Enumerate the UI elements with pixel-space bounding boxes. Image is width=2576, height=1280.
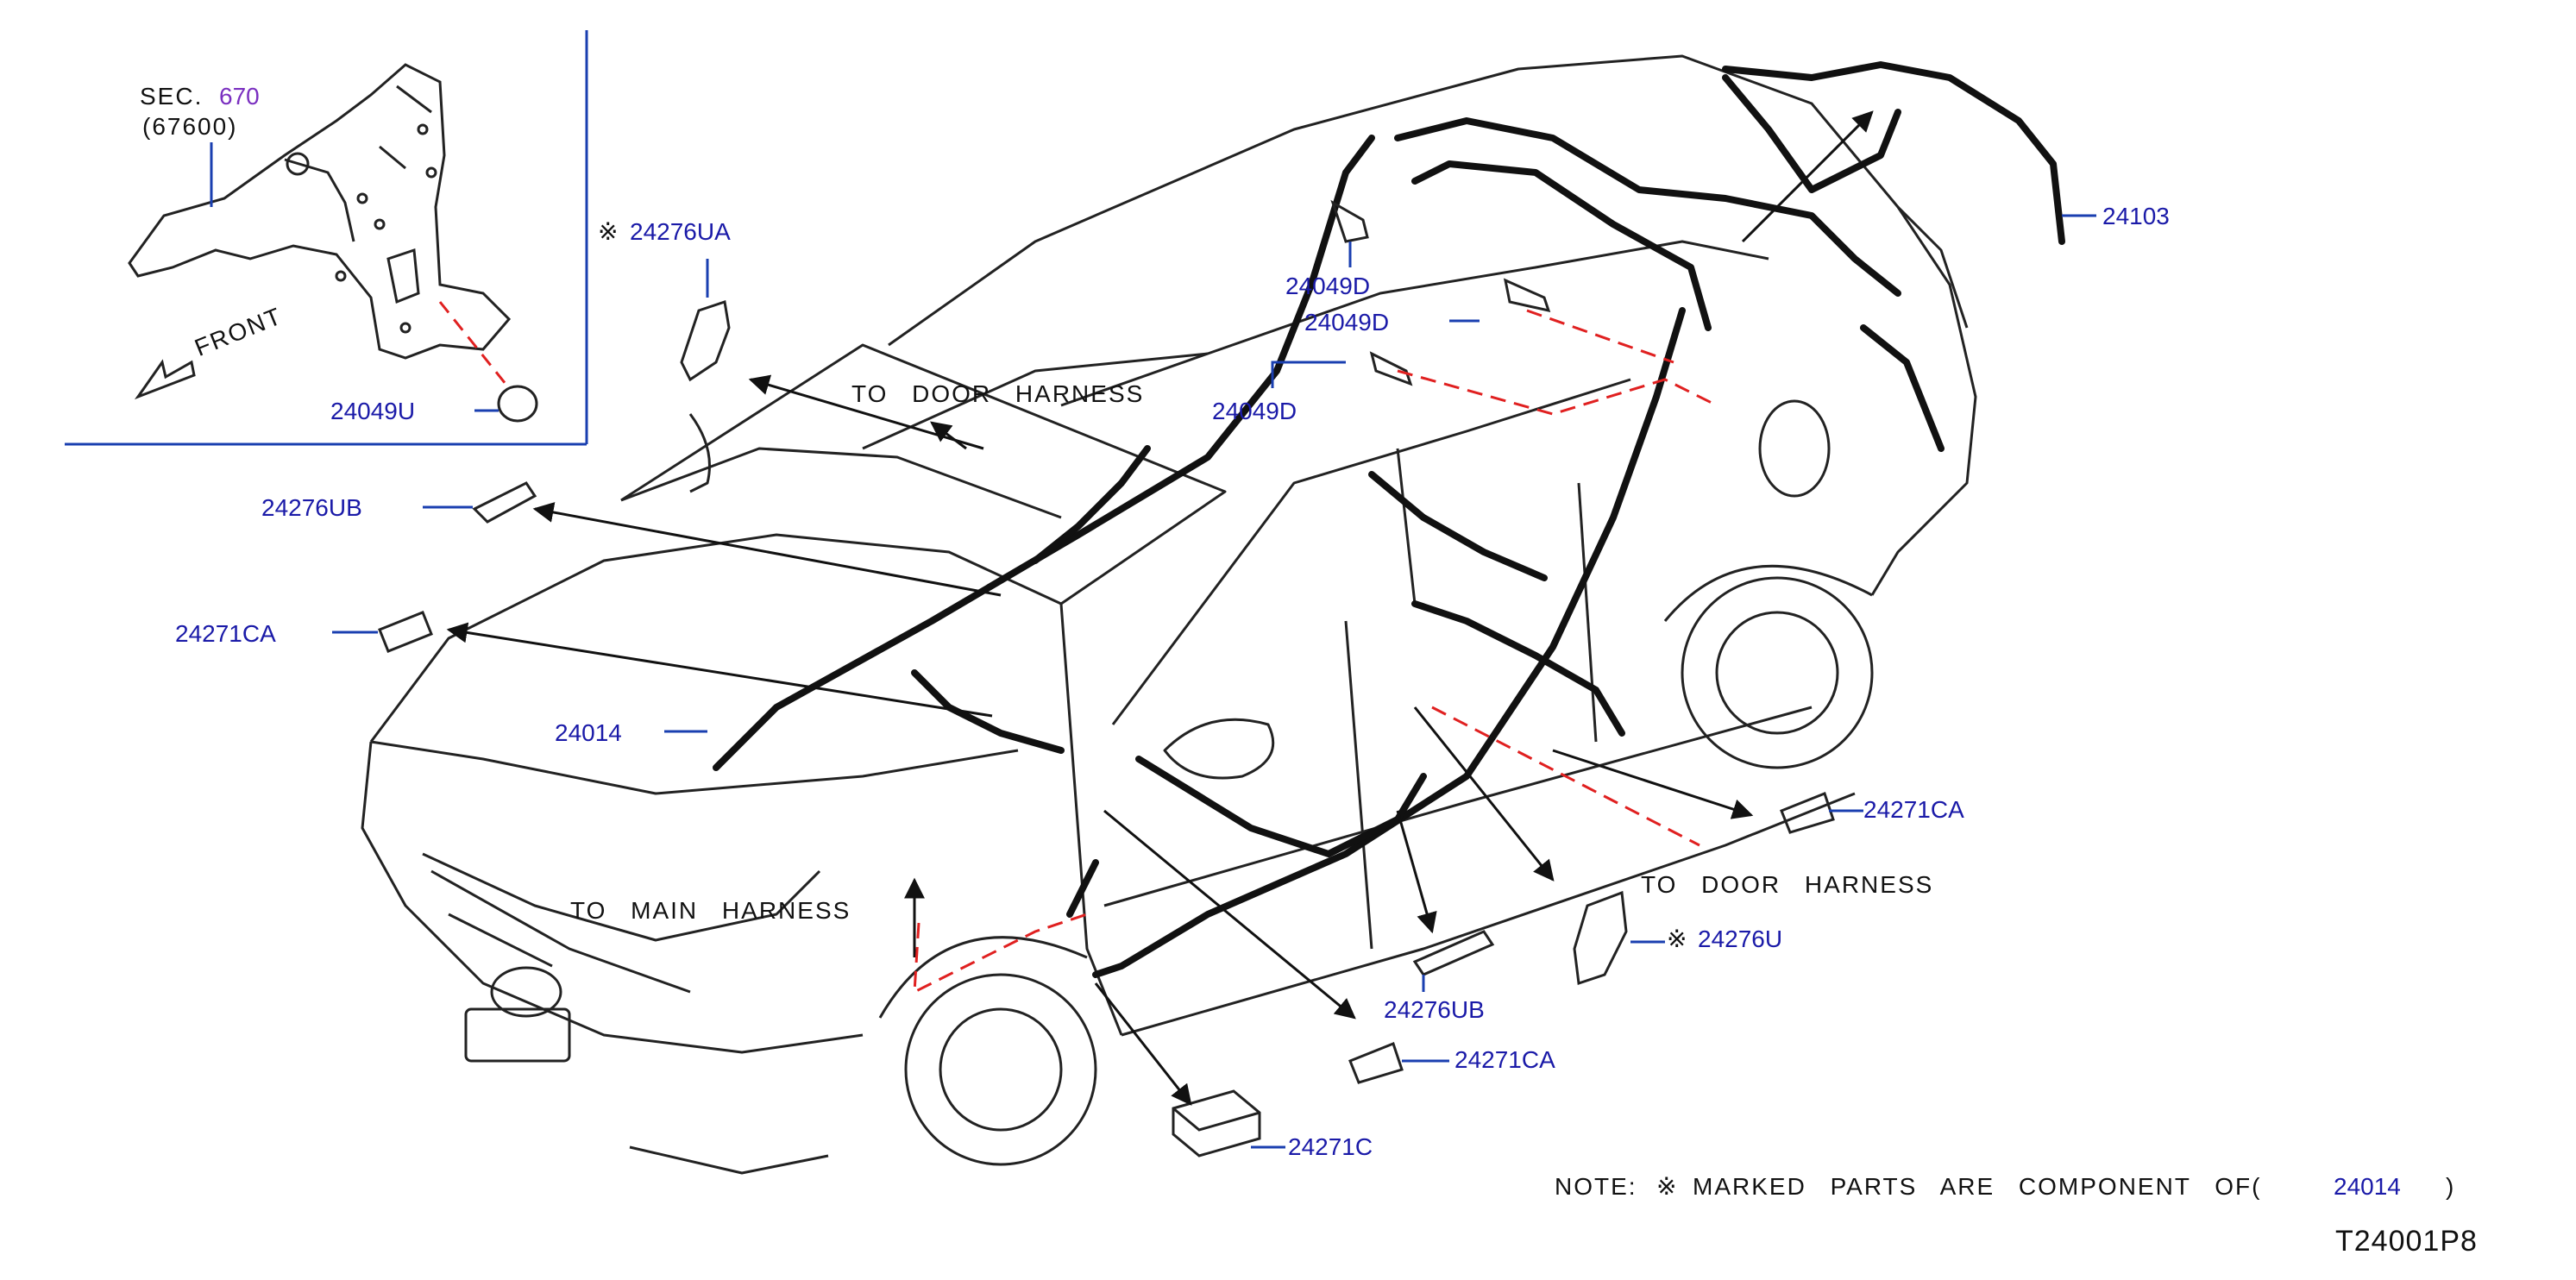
- inset-fender-panel: [128, 63, 512, 360]
- part-24049U[interactable]: 24049U: [330, 398, 416, 424]
- note-text: MARKED PARTS ARE COMPONENT OF(: [1693, 1173, 2262, 1200]
- diagram-id: T24001P8: [2335, 1225, 2478, 1258]
- blue-leaders: [332, 214, 2096, 1149]
- part-24271CA-bottom[interactable]: 24271CA: [1454, 1046, 1555, 1073]
- grommet-24049U: [497, 385, 538, 423]
- clip-24276UB-top: [472, 481, 537, 524]
- part-24271CA-right[interactable]: 24271CA: [1863, 796, 1964, 823]
- to-door-harness-top: TO DOOR HARNESS: [851, 380, 1145, 407]
- parts-drawings: [378, 199, 1835, 1158]
- sec-number-link[interactable]: 670: [219, 83, 260, 110]
- sec-prefix: SEC.: [140, 83, 204, 110]
- part-24014[interactable]: 24014: [555, 719, 622, 746]
- sec-sub-number: (67600): [142, 113, 238, 140]
- part-24276UB-bottom[interactable]: 24276UB: [1384, 996, 1485, 1023]
- clip-24271CA-left: [378, 611, 433, 653]
- bolt-24049D-c: [1369, 351, 1413, 386]
- note-prefix: NOTE:: [1555, 1173, 1637, 1200]
- to-door-harness-right: TO DOOR HARNESS: [1641, 871, 1934, 898]
- red-leaders: [913, 309, 1718, 995]
- box-24271C: [1172, 1089, 1261, 1158]
- clip-24271CA-right: [1780, 792, 1835, 834]
- note-marker: ※: [1656, 1173, 1679, 1200]
- part-24271CA-left[interactable]: 24271CA: [175, 620, 276, 647]
- clip-24276UB-bottom: [1412, 930, 1495, 976]
- part-24049D-b[interactable]: 24049D: [1304, 309, 1390, 336]
- inset-leader-red: [438, 301, 511, 389]
- part-24276UB-top[interactable]: 24276UB: [261, 494, 362, 521]
- part-24103[interactable]: 24103: [2102, 203, 2170, 229]
- to-main-harness: TO MAIN HARNESS: [570, 897, 851, 924]
- part-24049D-c[interactable]: 24049D: [1212, 398, 1297, 424]
- part-24271C[interactable]: 24271C: [1288, 1133, 1373, 1160]
- front-arrow-icon: [134, 359, 196, 400]
- inset-frame: [65, 30, 588, 446]
- marker-24276U: ※: [1667, 925, 1689, 952]
- clip-24271CA-bottom: [1348, 1042, 1404, 1084]
- car-body-outline: [361, 54, 1977, 1175]
- bolt-24049D-b: [1503, 278, 1551, 313]
- clip-24276U: [1573, 890, 1628, 986]
- part-24276UA[interactable]: 24276UA: [630, 218, 731, 245]
- part-24049D-a[interactable]: 24049D: [1285, 273, 1371, 299]
- note-part-24014[interactable]: 24014: [2334, 1173, 2401, 1200]
- pointer-arrows: [446, 110, 1874, 1106]
- clip-24276UA: [680, 300, 731, 382]
- bolt-24049D-a: [1330, 199, 1369, 243]
- wire-harness: [713, 61, 2065, 978]
- note-suffix: ): [2446, 1173, 2456, 1200]
- marker-24276UA: ※: [598, 218, 620, 245]
- part-24276U[interactable]: 24276U: [1698, 925, 1783, 952]
